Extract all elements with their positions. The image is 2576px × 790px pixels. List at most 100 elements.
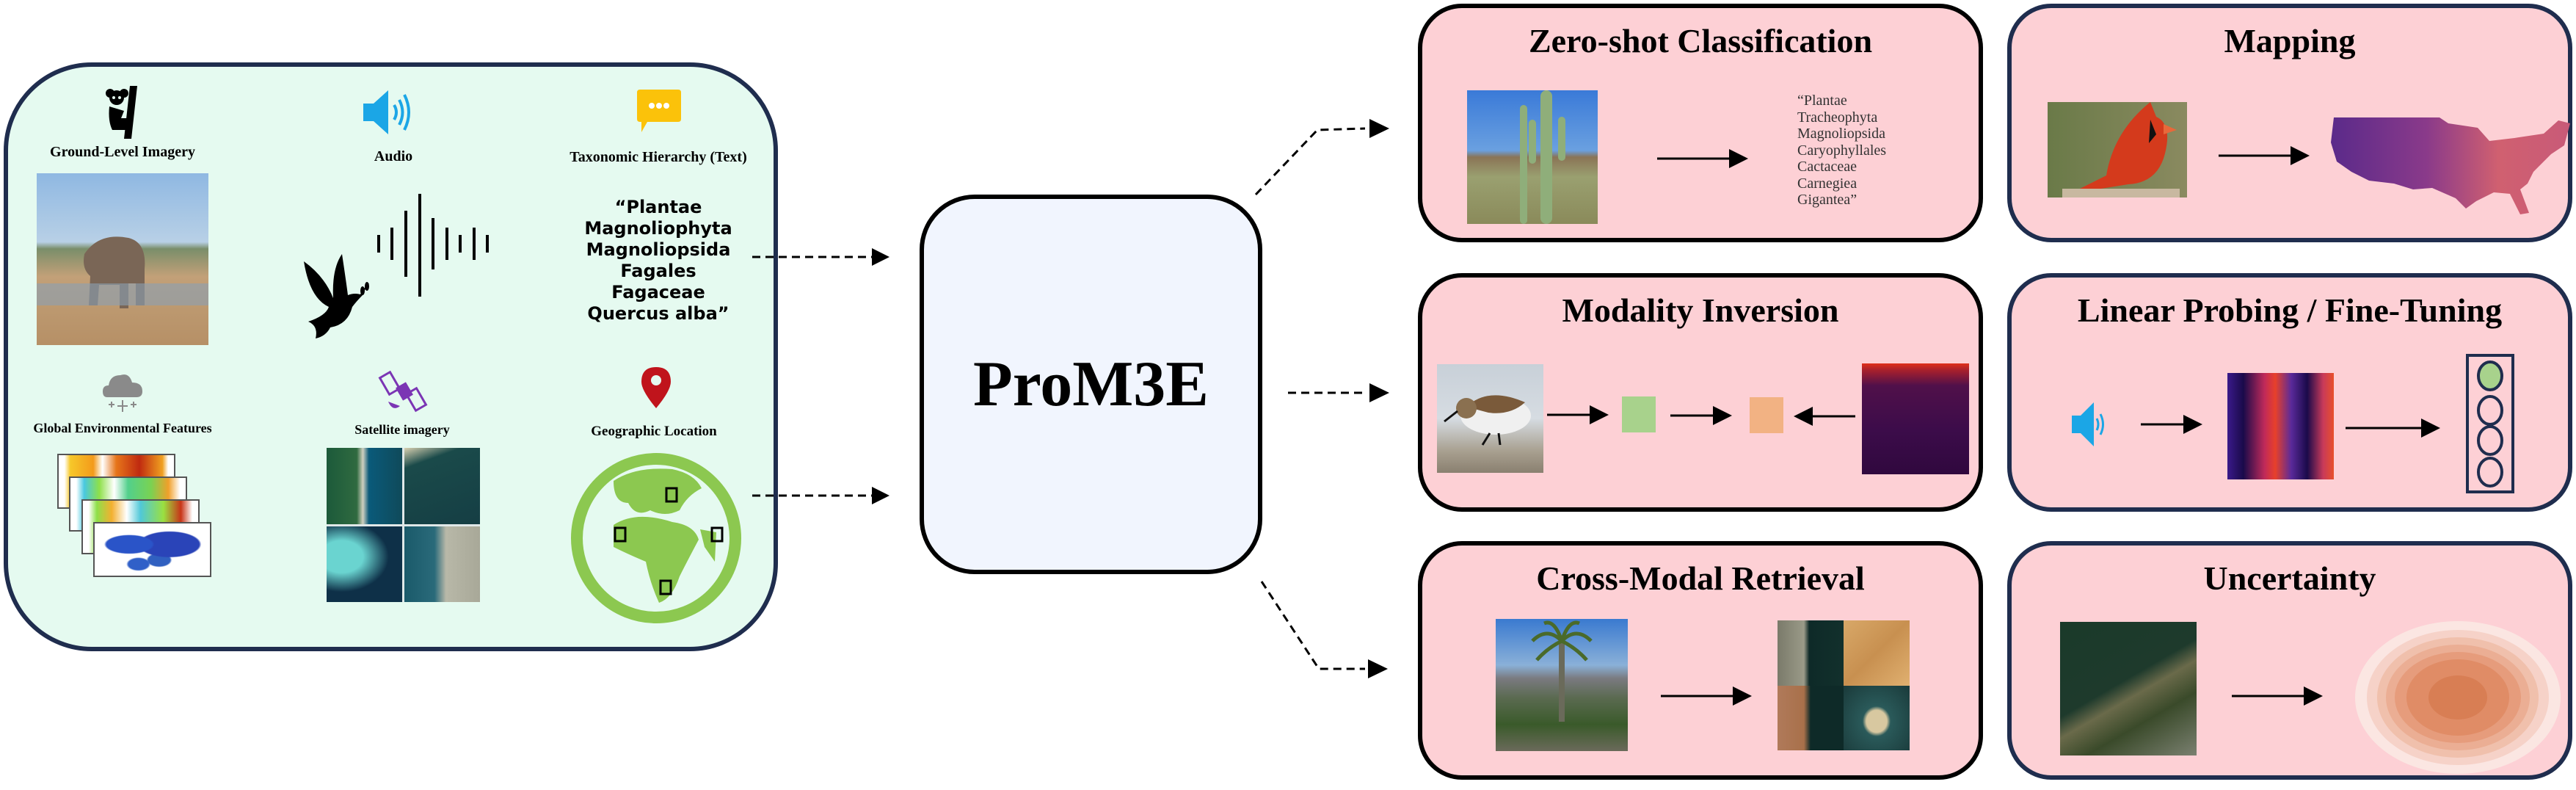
task-cross-modal-retrieval: Cross-Modal Retrieval [1418,541,1983,780]
label-audio: Audio [374,148,413,164]
class-node [2477,395,2503,426]
env-map-layer [93,522,211,577]
satellite-photo [2060,622,2197,755]
retrieved-satellite-tiles [1778,620,1910,750]
task-uncertainty: Uncertainty [2007,541,2572,780]
prediction-line: Caryophyllales [1797,142,1887,159]
satellite-tile [1778,620,1844,686]
model-to-zero-shot-arrow-line [1254,127,1366,196]
stacked-world-maps [57,454,211,579]
koala-icon [106,86,137,139]
prediction-line: Tracheophyta [1797,109,1878,126]
arrow-icon [2346,418,2440,438]
map-pin-icon [641,367,671,408]
task-linear-probing-fine-tuning: Linear Probing / Fine-Tuning [2007,273,2572,512]
label-ground-level-imagery: Ground-Level Imagery [50,144,195,160]
task-title: Mapping [2224,22,2356,59]
task-title: Linear Probing / Fine-Tuning [2077,291,2503,329]
model-box: ProM3E [920,195,1262,574]
elephant-photo [37,173,208,345]
model-to-cross-modal-arrow-line [1260,581,1365,670]
elephant-silhouette [84,236,145,308]
satellite-tile [404,448,480,524]
task-modality-inversion: Modality Inversion [1418,273,1983,512]
arrow-icon [2141,415,2202,434]
class-node [2477,425,2503,456]
class-node [2477,457,2503,488]
predicted-taxonomy: “Plantae Tracheophyta Magnoliopsida Cary… [1797,93,1886,209]
audio-embedding-block [1750,397,1783,433]
satellite-tile [1844,620,1910,686]
sandpiper-photo [1437,364,1543,473]
satellite-tile [1778,685,1844,750]
arrowhead [1368,659,1388,678]
spectrogram [1862,363,1969,474]
palm-silhouette [1531,620,1593,722]
spectrogram [2227,373,2334,479]
satellite-icon [378,370,428,413]
arrow-icon-left [1794,407,1855,426]
location-marker [665,487,678,503]
task-title: Cross-Modal Retrieval [1536,559,1865,597]
gaussian-ellipse [2355,621,2561,774]
satellite-tile [327,526,402,602]
arrowhead [872,248,889,266]
model-name: ProM3E [973,349,1209,420]
task-zero-shot-classification: Zero-shot Classification “Plantae Trache… [1418,4,1983,242]
us-distribution-map [2331,117,2570,214]
taxonomy-line: “Plantae [614,197,702,217]
image-embedding-block [1622,396,1656,432]
sandpiper-silhouette [1444,395,1531,446]
arrow-icon [2219,146,2310,165]
class-node-selected [2477,360,2503,391]
audio-waveform [377,194,489,297]
cardinal-silhouette [2062,102,2180,198]
saguaro-cactus-photo [1467,90,1598,224]
label-taxonomic-hierarchy: Taxonomic Hierarchy (Text) [570,149,747,165]
label-satellite-imagery: Satellite imagery [354,422,450,437]
speaker-icon [363,90,410,134]
task-mapping: Mapping [2007,4,2572,242]
prediction-line: Gigantea” [1797,192,1858,208]
location-marker [659,579,672,595]
arrow-icon [1661,686,1752,706]
satellite-tiles-2x2 [327,448,480,602]
taxonomy-line: Quercus alba” [587,303,729,324]
label-global-environmental-features: Global Environmental Features [33,421,212,435]
classifier-head [2466,354,2514,493]
arrow-icon [1657,149,1748,168]
location-marker [614,526,627,543]
taxonomy-line: Magnoliopsida [586,239,731,260]
prediction-line: Cactaceae [1797,159,1858,175]
chat-bubble-icon [637,90,681,132]
taxonomy-line: Fagaceae [611,282,705,302]
label-geographic-location: Geographic Location [591,424,717,439]
task-title: Uncertainty [2203,559,2376,597]
arrowhead [1369,119,1389,138]
prediction-line: “Plantae [1797,93,1847,109]
globe-icon [571,453,741,623]
snow-cloud-icon [103,374,142,412]
task-title: Modality Inversion [1562,291,1839,329]
prediction-line: Carnegiea [1797,175,1858,192]
cactus-silhouette [1520,90,1565,224]
prediction-line: Magnoliopsida [1797,126,1885,142]
task-title: Zero-shot Classification [1528,22,1873,59]
taxonomy-line: Fagales [620,261,696,281]
cardinal-photo [2048,102,2187,198]
arrowhead [872,487,889,504]
arrow-icon [1547,405,1609,424]
taxonomy-text-block: “Plantae Magnoliophyta Magnoliopsida Fag… [584,197,732,325]
dove-icon [304,254,369,338]
satellite-tile [327,448,402,524]
speaker-icon [2072,402,2104,446]
satellite-tile [404,526,480,602]
taxonomy-line: Magnoliophyta [584,218,732,239]
arrow-icon [1670,406,1732,425]
satellite-tile [1844,685,1910,750]
palm-tree-photo [1496,619,1628,751]
location-marker [710,526,724,543]
arrowhead [1369,383,1389,402]
arrow-icon [2232,686,2323,706]
